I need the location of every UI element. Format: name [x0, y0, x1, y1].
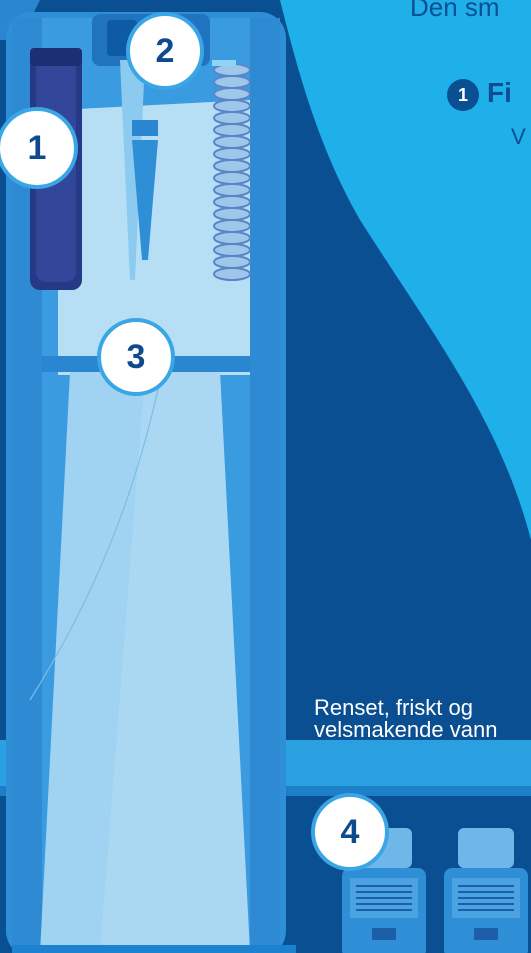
intro-text: Den sm [410, 0, 500, 23]
step-1-body: V [511, 124, 526, 150]
step-1-title: Fi [487, 77, 512, 109]
water-caption: Renset, friskt og velsmakende vann [314, 697, 531, 741]
marker-2-badge[interactable]: 2 [126, 12, 204, 90]
marker-3-badge[interactable]: 3 [97, 318, 175, 396]
marker-4-badge[interactable]: 4 [311, 793, 389, 871]
step-1-badge: 1 [447, 79, 479, 111]
